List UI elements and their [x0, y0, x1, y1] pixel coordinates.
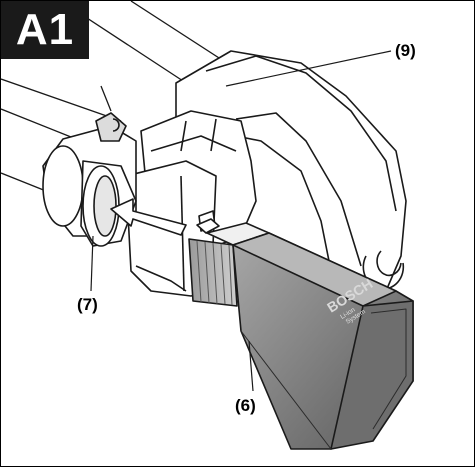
- callout-7: (7): [77, 295, 98, 314]
- callout-6: (6): [235, 396, 256, 415]
- callout-9: (9): [395, 41, 416, 60]
- battery-pack: [188, 218, 414, 450]
- insert-arrow: [110, 198, 187, 236]
- adapter-nozzle: [42, 112, 137, 247]
- figure-tag: A1: [1, 1, 89, 59]
- tool-housing: [125, 50, 407, 302]
- leader-lines: [90, 50, 392, 392]
